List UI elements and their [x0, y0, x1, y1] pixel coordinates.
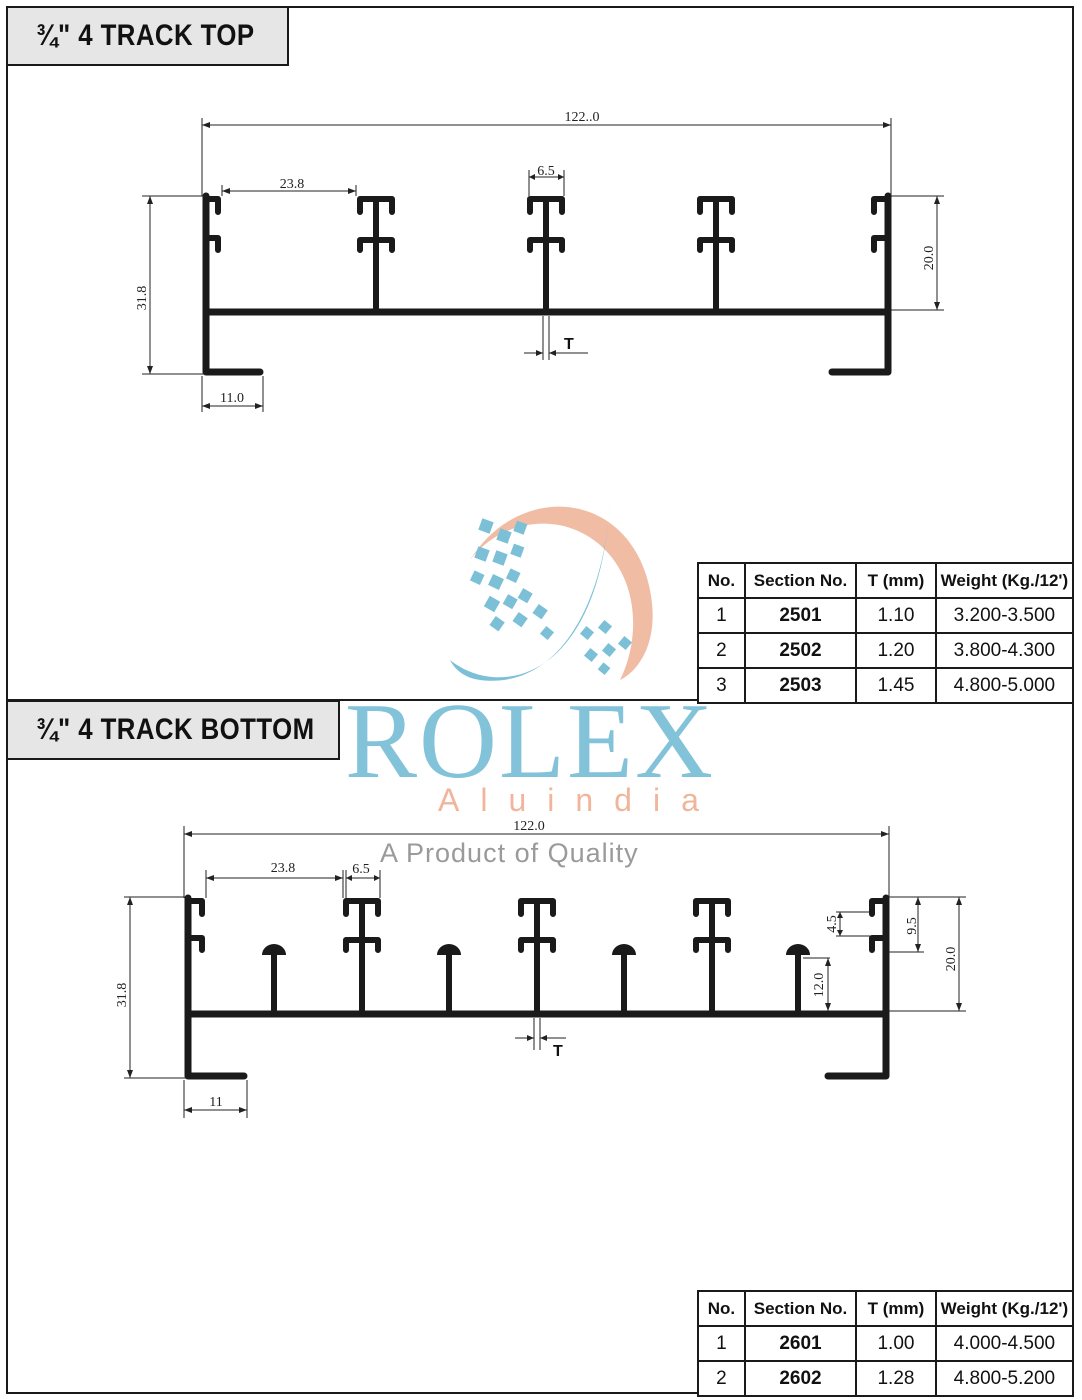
dim-overall-width: 122.0 — [513, 819, 545, 834]
spec-table-bottom: No. Section No. T (mm) Weight (Kg./12') … — [697, 1290, 1075, 1397]
dim-overall-width: 122..0 — [565, 110, 600, 125]
table-row: 2 2502 1.20 3.800-4.300 — [697, 632, 1075, 669]
cell-t: 1.10 — [855, 597, 937, 634]
section-divider — [6, 699, 1074, 701]
dim-height: 31.8 — [135, 286, 150, 311]
cell-weight: 4.000-4.500 — [934, 1325, 1075, 1362]
cell-section: 2502 — [743, 632, 858, 669]
dim-track-height: 20.0 — [922, 246, 937, 271]
dim-upper: 9.5 — [905, 917, 920, 935]
dim-notch: 4.5 — [825, 915, 840, 933]
logo-tagline: A Product of Quality — [380, 838, 639, 868]
cell-section: 2602 — [743, 1360, 858, 1397]
cell-no: 1 — [697, 597, 746, 634]
logo-name: ROLEX — [345, 682, 715, 801]
dim-lip: 11 — [209, 1095, 222, 1110]
table-row: 3 2503 1.45 4.800-5.000 — [697, 667, 1075, 704]
header-t: T (mm) — [855, 562, 937, 599]
cell-t: 1.45 — [855, 667, 937, 704]
section-title-top-text: ¾" 4 TRACK TOP — [36, 19, 255, 52]
section-title-bottom-text: ¾" 4 TRACK BOTTOM — [36, 713, 315, 746]
spec-table-top: No. Section No. T (mm) Weight (Kg./12') … — [697, 562, 1075, 704]
cell-weight: 4.800-5.200 — [934, 1360, 1075, 1397]
header-weight: Weight (Kg./12') — [934, 1290, 1075, 1327]
cell-weight: 4.800-5.000 — [934, 667, 1075, 704]
cell-section: 2503 — [743, 667, 858, 704]
cell-weight: 3.800-4.300 — [934, 632, 1075, 669]
top-profile-drawing: 122..0 23.8 6.5 31.8 20.0 11.0 T — [135, 110, 944, 412]
table-header-row: No. Section No. T (mm) Weight (Kg./12') — [697, 1290, 1075, 1327]
dim-lip: 11.0 — [220, 391, 244, 406]
section-title-top: ¾" 4 TRACK TOP — [6, 6, 289, 66]
dim-track-height: 20.0 — [944, 947, 959, 972]
cell-no: 2 — [697, 632, 746, 669]
dim-track-spacing: 23.8 — [271, 861, 296, 876]
dim-stem-width: 6.5 — [352, 862, 370, 877]
header-no: No. — [697, 562, 746, 599]
cell-t: 1.28 — [855, 1360, 937, 1397]
header-no: No. — [697, 1290, 746, 1327]
table-row: 2 2602 1.28 4.800-5.200 — [697, 1360, 1075, 1397]
dim-thickness-label: T — [553, 1043, 563, 1060]
section-title-bottom: ¾" 4 TRACK BOTTOM — [6, 700, 340, 760]
cell-t: 1.00 — [855, 1325, 937, 1362]
cell-no: 3 — [697, 667, 746, 704]
table-header-row: No. Section No. T (mm) Weight (Kg./12') — [697, 562, 1075, 599]
cell-weight: 3.200-3.500 — [934, 597, 1075, 634]
header-t: T (mm) — [855, 1290, 937, 1327]
header-section: Section No. — [743, 562, 858, 599]
dim-height: 31.8 — [115, 983, 130, 1008]
dim-thickness-label: T — [564, 336, 574, 353]
cell-no: 1 — [697, 1325, 746, 1362]
cell-t: 1.20 — [855, 632, 937, 669]
cell-section: 2601 — [743, 1325, 858, 1362]
cell-no: 2 — [697, 1360, 746, 1397]
dim-rail-height: 12.0 — [812, 973, 827, 998]
logo-subtitle: Aluindia — [438, 782, 720, 818]
dim-stem-width: 6.5 — [537, 164, 555, 179]
dim-track-spacing: 23.8 — [280, 177, 305, 192]
table-row: 1 2501 1.10 3.200-3.500 — [697, 597, 1075, 634]
header-weight: Weight (Kg./12') — [934, 562, 1075, 599]
table-row: 1 2601 1.00 4.000-4.500 — [697, 1325, 1075, 1362]
header-section: Section No. — [743, 1290, 858, 1327]
cell-section: 2501 — [743, 597, 858, 634]
